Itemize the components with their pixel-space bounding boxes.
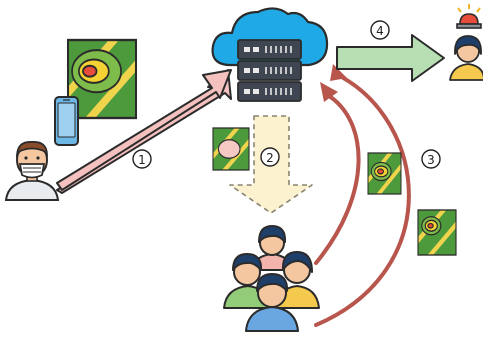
smartphone-icon [54,96,79,146]
arrow-head-3a [320,82,338,102]
report-map-icon-1 [367,152,402,195]
step-4-marker: 4 [370,20,390,40]
step-3-label: 3 [427,153,435,167]
cloud-server-icon [211,7,329,102]
person-with-mask-icon [4,141,60,201]
step-1-label: 1 [138,153,146,167]
arrow-head-3b [330,64,347,81]
step-4-label: 4 [376,24,384,38]
heatmap-map-icon [66,38,138,120]
person-with-alarm-icon [449,35,483,81]
alarm-light-icon [456,4,482,29]
arrow-step-1 [56,69,232,194]
step-2-label: 2 [266,151,274,165]
report-map-icon-2 [417,209,457,256]
step-1-marker: 1 [132,149,152,169]
step-3-marker: 3 [421,149,441,169]
arrow-step-4 [336,34,445,82]
step-2-marker: 2 [260,147,280,167]
aggregated-map-icon [212,127,250,171]
group-of-people-icon [223,225,320,332]
server-rack [237,39,302,102]
arrow-step-3 [314,72,411,327]
